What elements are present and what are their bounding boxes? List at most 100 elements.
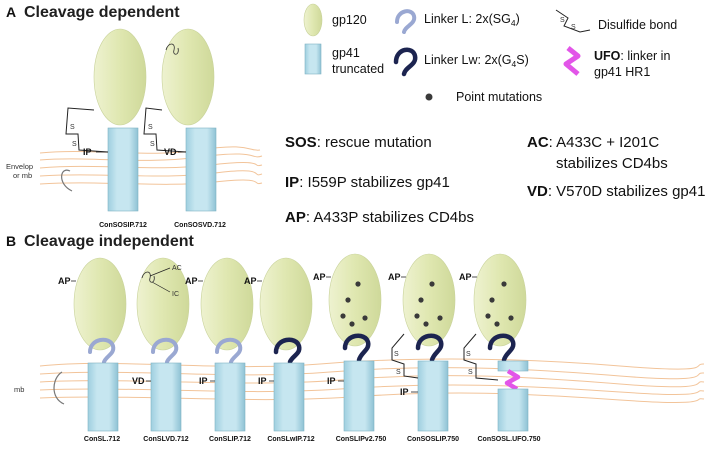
gp41-subunit xyxy=(497,388,529,432)
svg-text:S: S xyxy=(394,351,399,358)
svg-text:AP: AP xyxy=(313,272,326,282)
svg-text:S: S xyxy=(396,369,401,376)
point-mutation xyxy=(340,313,346,319)
svg-text:S: S xyxy=(72,141,77,148)
svg-text:VD: VD xyxy=(132,376,145,386)
point-mutation xyxy=(501,281,507,287)
point-mutation xyxy=(345,297,351,303)
svg-text:S: S xyxy=(150,141,155,148)
svg-text:IP: IP xyxy=(258,376,267,386)
gp120-subunit xyxy=(73,257,127,351)
gp120-subunit xyxy=(259,257,313,351)
svg-text:AP: AP xyxy=(388,272,401,282)
construct-label: ConSOSLIP.750 xyxy=(407,436,459,443)
svg-text:S: S xyxy=(560,17,565,24)
legend-point-mutations: Point mutations xyxy=(456,90,542,104)
label-ip: IP xyxy=(83,147,92,157)
legend-disulfide: Disulfide bond xyxy=(598,18,677,32)
construct-consllipv2-750: AP IP ConSLIPv2.750 xyxy=(313,253,387,443)
disulfide-bond xyxy=(65,107,109,153)
point-mutation xyxy=(362,315,368,321)
panel-b-letter: B xyxy=(6,233,16,249)
svg-text:S: S xyxy=(571,24,576,31)
svg-text:IP: IP xyxy=(327,376,336,386)
legend-gp120: gp120 xyxy=(332,13,367,27)
disulfide-ac-icon xyxy=(165,43,179,55)
svg-text:AC: AC xyxy=(172,265,182,272)
legend-gp41: gp41 xyxy=(332,46,360,60)
construct-consosl-ufo-750: S S AP ConSOSL.UFO.750 xyxy=(459,253,541,443)
gp41-subunit xyxy=(150,362,182,432)
svg-text:AP: AP xyxy=(58,276,71,286)
desc-sos: SOS: rescue mutation xyxy=(285,134,432,151)
gp41-subunit xyxy=(343,360,375,432)
gp41-subunit xyxy=(87,362,119,432)
legend-ufo-line2: gp41 HR1 xyxy=(594,65,650,79)
svg-text:IP: IP xyxy=(199,376,208,386)
gp41-subunit xyxy=(107,127,139,212)
svg-text:S: S xyxy=(466,351,471,358)
construct-consosvd-712: S S VD ConSOSVD.712 xyxy=(143,28,226,229)
point-mutation xyxy=(508,315,514,321)
svg-text:IP: IP xyxy=(400,387,409,397)
linker-lw-icon xyxy=(393,47,418,77)
linker-l xyxy=(88,337,116,364)
legend-ufo: UFO: linker in xyxy=(594,49,670,63)
mutation-descriptions: SOS: rescue mutation IP: I559P stabilize… xyxy=(285,134,705,226)
linker-l-icon xyxy=(395,9,417,34)
construct-conslip-712: AP IP ConSLIP.712 xyxy=(185,257,254,443)
gp41-hr1-top xyxy=(497,360,529,372)
svg-text:S: S xyxy=(148,124,153,131)
desc-ac: AC: A433C + I201C xyxy=(527,134,659,151)
linker-lw xyxy=(415,333,444,363)
gp120-subunit xyxy=(473,253,527,347)
linker-l xyxy=(215,337,243,364)
linker-lw xyxy=(487,333,516,363)
desc-ap: AP: A433P stabilizes CD4bs xyxy=(285,209,474,226)
construct-label: ConSOSIP.712 xyxy=(99,222,147,229)
desc-ac-line2: stabilizes CD4bs xyxy=(556,155,668,172)
legend-gp41-truncated: truncated xyxy=(332,62,384,76)
svg-text:IC: IC xyxy=(172,291,179,298)
gp120-subunit xyxy=(161,28,215,126)
construct-label: ConSOSL.UFO.750 xyxy=(477,436,540,443)
point-mutation xyxy=(494,321,500,327)
legend: gp120 gp41 truncated Linker L: 2x(SG4) L… xyxy=(303,3,677,104)
linker-lw xyxy=(342,333,371,363)
point-mutation xyxy=(349,321,355,327)
point-mutation xyxy=(418,297,424,303)
label-vd: VD xyxy=(164,147,177,157)
construct-label: ConSLwIP.712 xyxy=(267,436,314,443)
gp41-subunit xyxy=(214,362,246,432)
construct-conslvd-712: AC IC VD ConSLVD.712 xyxy=(132,257,190,443)
construct-label: ConSL.712 xyxy=(84,436,120,443)
construct-label: ConSLIP.712 xyxy=(209,436,251,443)
ufo-linker xyxy=(504,369,521,391)
gp120-subunit xyxy=(200,257,254,351)
label-mb: mb xyxy=(14,385,24,394)
svg-text:AP: AP xyxy=(185,276,198,286)
disulfide-bond xyxy=(463,333,499,381)
panel-a-letter: A xyxy=(6,4,16,20)
point-mutation xyxy=(414,313,420,319)
gp41-subunit xyxy=(185,127,217,212)
construct-label: ConSOSVD.712 xyxy=(174,222,226,229)
ufo-legend-icon xyxy=(563,46,581,76)
desc-ip: IP: I559P stabilizes gp41 xyxy=(285,174,450,191)
svg-text:AP: AP xyxy=(244,276,257,286)
gp120-legend-icon xyxy=(303,3,323,37)
linker-l xyxy=(151,337,179,364)
svg-text:AP: AP xyxy=(459,272,472,282)
panel-a-title: Cleavage dependent xyxy=(24,4,180,21)
construct-consosip-712: S S IP ConSOSIP.712 xyxy=(65,28,147,229)
disulfide-bond xyxy=(391,333,419,379)
disulfide-bond xyxy=(143,107,187,153)
gp120-subunit xyxy=(93,28,147,126)
desc-vd: VD: V570D stabilizes gp41 xyxy=(527,183,705,200)
legend-linker-l: Linker L: 2x(SG4) xyxy=(424,12,520,28)
construct-consl-712: AP ConSL.712 xyxy=(58,257,127,443)
gp120-subunit xyxy=(328,253,382,347)
construct-label: ConSLIPv2.750 xyxy=(336,436,387,443)
point-mutation xyxy=(355,281,361,287)
